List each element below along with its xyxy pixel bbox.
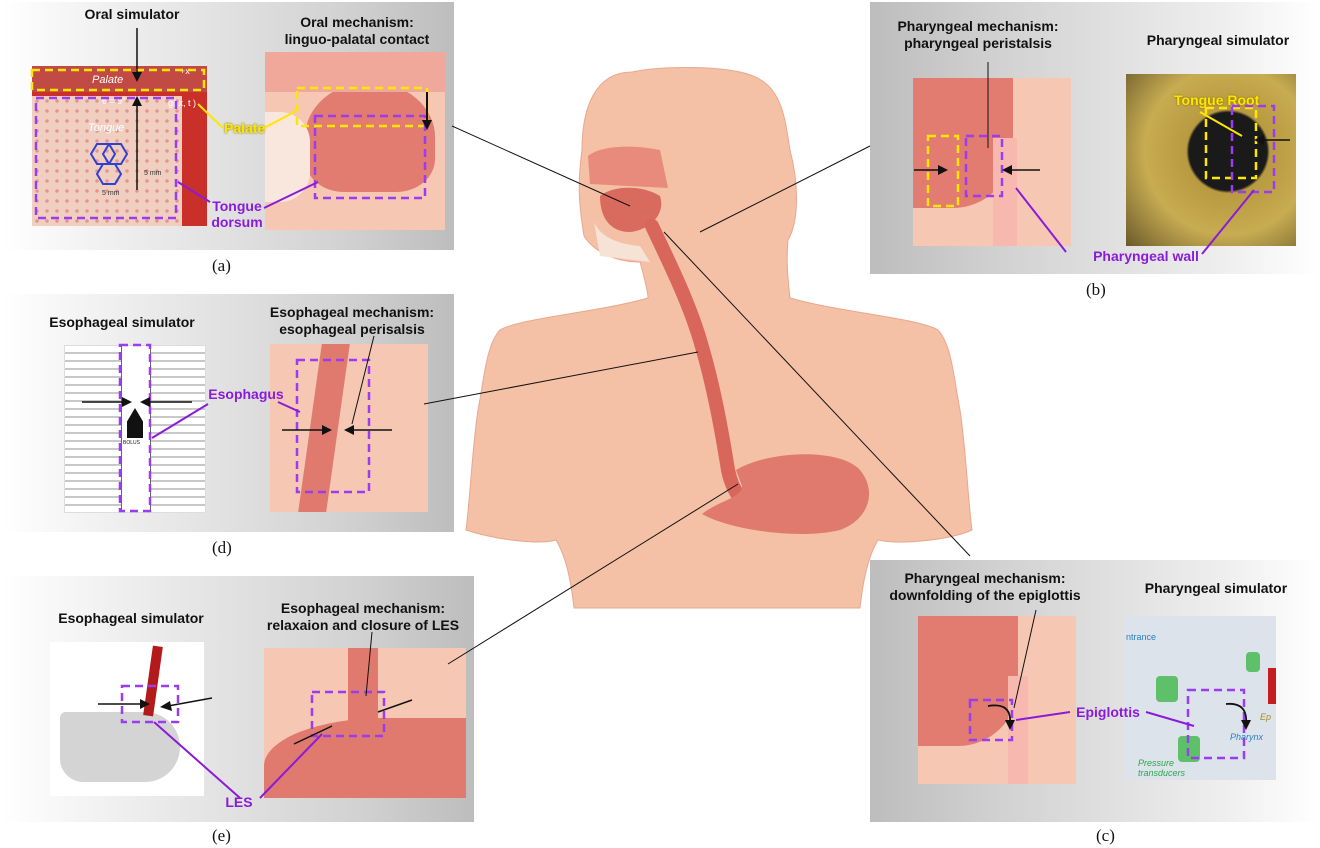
panel-c-annotations	[870, 560, 1318, 822]
panel-b: Pharyngeal mechanism: pharyngeal perista…	[870, 2, 1318, 274]
nasal-cavity	[588, 147, 668, 188]
panel-a-annotations	[2, 2, 454, 250]
panel-c: Pharyngeal mechanism: downfolding of the…	[870, 560, 1318, 822]
caption-b: (b)	[1086, 280, 1106, 300]
caption-d: (d)	[212, 538, 232, 558]
panel-e: Esophageal simulator Esophageal mechanis…	[2, 576, 474, 822]
jaw	[594, 222, 650, 262]
caption-c: (c)	[1096, 826, 1115, 846]
tongue	[600, 188, 661, 232]
panel-b-annotations	[870, 2, 1318, 274]
stomach	[702, 454, 869, 534]
caption-e: (e)	[212, 826, 231, 846]
panel-a: Oral simulator Oral mechanism: linguo-pa…	[2, 2, 454, 250]
panel-e-annotations	[2, 576, 474, 822]
esophagus	[652, 226, 740, 498]
panel-d: Esophageal simulator Esophageal mechanis…	[2, 294, 454, 532]
panel-d-annotations	[2, 294, 454, 532]
caption-a: (a)	[212, 256, 231, 276]
